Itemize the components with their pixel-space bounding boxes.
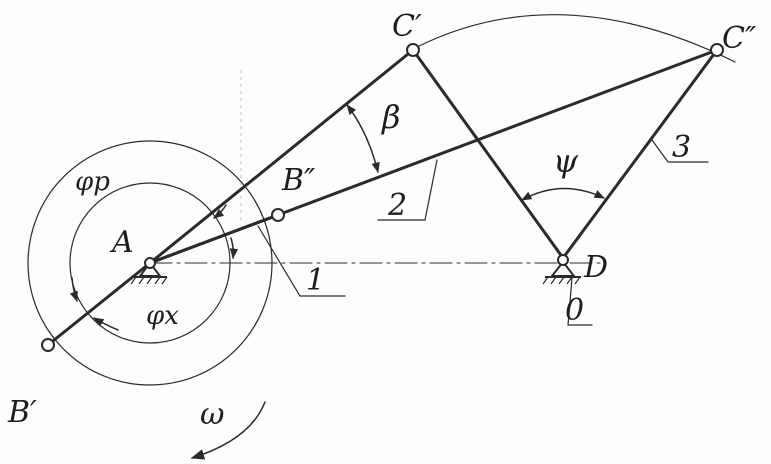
crank-circle-outer [27,140,273,386]
label-point-a: A [109,225,134,260]
crank-angle-arrow-upper [213,204,227,219]
joint-d [557,254,569,266]
joint-a [144,257,156,269]
support-a [130,261,168,285]
joint-b-prime [41,338,55,352]
rocker-swing-arc [414,14,736,63]
label-angle-beta: β [381,98,401,136]
label-angle-phi-working: φр [75,167,110,197]
label-angle-psi: ψ [553,142,579,180]
label-link-1: 1 [306,263,325,298]
link-coupler-c-prime [148,48,415,265]
leader-link-2 [377,159,438,221]
link-rocker-c-prime [411,48,565,260]
support-d [542,260,581,285]
omega-rotation-arrow [190,401,266,460]
label-point-b-double-prime: B″ [281,163,316,198]
label-angular-velocity-omega: ω [200,397,224,432]
label-point-d: D [583,250,608,285]
beta-angle-arc [346,104,380,174]
label-point-b-prime: B′ [7,395,37,430]
crank-angle-arrow-right [229,237,239,260]
leader-link-1 [257,225,346,297]
phi-working-arrow [69,277,78,302]
label-link-3: 3 [672,130,691,165]
joint-b-double-prime [271,208,285,222]
label-frame-0: 0 [565,293,584,328]
link-coupler-c-double-prime [148,48,719,265]
label-point-c-prime: C′ [392,9,422,44]
joint-c-double-prime [710,43,724,57]
leader-link-3 [651,139,709,163]
link-crank-b-prime [46,261,152,347]
label-angle-phi-idle: φx [146,301,179,331]
joint-c-prime [406,43,420,57]
leader-frame-0 [567,277,593,326]
label-link-2: 2 [387,188,407,223]
psi-angle-arc [521,187,605,201]
crank-circle-inner [69,182,231,344]
link-rocker-c-double-prime [561,48,719,260]
phi-idle-arrow [93,317,119,331]
label-point-c-double-prime: C″ [722,21,757,56]
